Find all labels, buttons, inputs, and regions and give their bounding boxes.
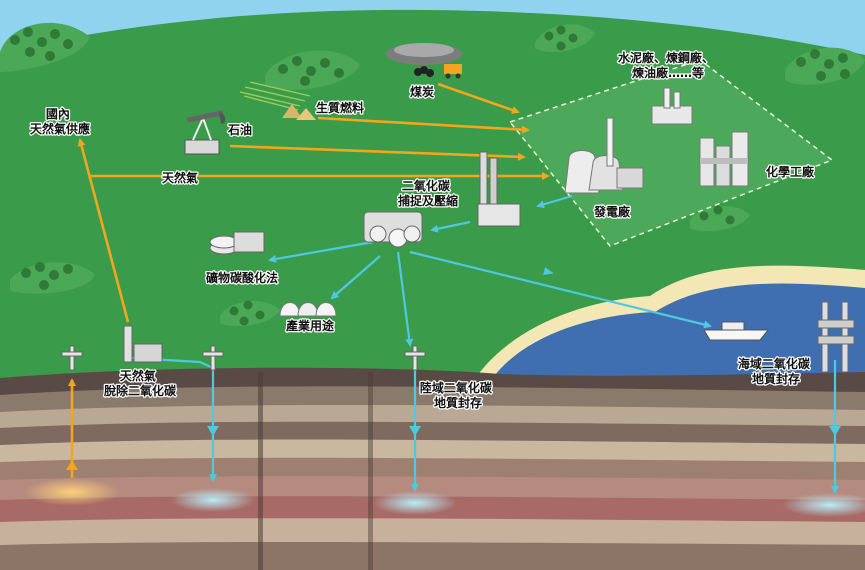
mineral-carbonation-icon	[209, 231, 265, 255]
compressor-tanks-icon	[363, 211, 423, 248]
label-coal: 煤炭	[410, 84, 434, 99]
ship-icon	[703, 321, 770, 341]
chevron-markers	[207, 267, 841, 436]
gas-reservoir-glow	[24, 478, 120, 506]
cement-factory-icon	[651, 87, 693, 125]
greenhouse-icon	[279, 302, 337, 317]
label-oil: 石油	[227, 122, 252, 137]
label-ocean-storage-2: 地質封存	[752, 371, 800, 386]
forest-icons	[0, 22, 865, 327]
co2-flow-arrows	[131, 194, 839, 494]
saline-glow-2	[373, 491, 457, 515]
up-arrow-marker	[66, 460, 78, 470]
label-ocean-storage-1: 海域二氧化碳	[738, 356, 811, 371]
label-gas-co2-removal-1: 天然氣	[120, 368, 156, 383]
emitters-zone	[508, 59, 834, 247]
fuel-flow-arrows	[68, 82, 550, 478]
saline-glow-3	[782, 493, 865, 517]
svg-text:陸域二氧化碳 地質封存: 陸域二氧化碳 地質封存	[420, 380, 496, 410]
power-plant-icon	[564, 117, 644, 194]
label-industrial-use: 產業用途	[285, 318, 335, 333]
biofuel-field-icon	[239, 81, 316, 120]
label-domestic-supply-2: 天然氣供應	[30, 121, 90, 136]
svg-text:海域二氧化碳 地質封存: 海域二氧化碳 地質封存	[738, 356, 814, 386]
label-natural-gas: 天然氣	[162, 170, 198, 185]
chemical-plant-icon	[699, 131, 749, 187]
saline-glow-1	[171, 488, 255, 512]
label-land-storage-2: 地質封存	[434, 395, 482, 410]
svg-text:天然氣 脫除二氧化碳: 天然氣 脫除二氧化碳	[104, 368, 177, 398]
label-industries-2: 煉油廠……等	[631, 65, 704, 80]
pumpjack-icon	[184, 110, 226, 155]
wellhead-icons	[61, 345, 426, 371]
labels: 國內 天然氣供應 天然氣 石油 生質燃料 煤炭 水泥廠、煉鋼廠、 煉油廠……等 …	[29, 49, 817, 412]
label-power-plant: 發電廠	[593, 204, 631, 219]
label-industries-1: 水泥廠、煉鋼廠、	[618, 50, 714, 65]
label-mineral: 礦物碳酸化法	[206, 270, 278, 285]
label-land-storage-1: 陸域二氧化碳	[420, 380, 493, 395]
label-biofuel: 生質燃料	[316, 100, 364, 115]
label-capture-2: 捕捉及壓縮	[398, 193, 458, 208]
label-chemical-plant: 化學工廠	[766, 164, 815, 179]
label-domestic-supply-1: 國內	[46, 106, 70, 121]
gas-processing-plant-icon	[123, 325, 163, 363]
svg-text:國內 天然氣供應: 國內 天然氣供應	[30, 106, 90, 136]
coal-mine-icon	[386, 43, 462, 79]
offshore-platform-icon	[817, 301, 855, 373]
label-gas-co2-removal-2: 脫除二氧化碳	[104, 383, 177, 398]
svg-text:二氧化碳 捕捉及壓縮: 二氧化碳 捕捉及壓縮	[398, 178, 458, 208]
label-capture-1: 二氧化碳	[402, 178, 451, 193]
geology-layers	[0, 367, 865, 570]
capture-plant-icon	[477, 151, 521, 227]
svg-text:水泥廠、煉鋼廠、 煉油廠……等: 水泥廠、煉鋼廠、 煉油廠……等	[618, 50, 718, 80]
sea	[495, 283, 865, 380]
